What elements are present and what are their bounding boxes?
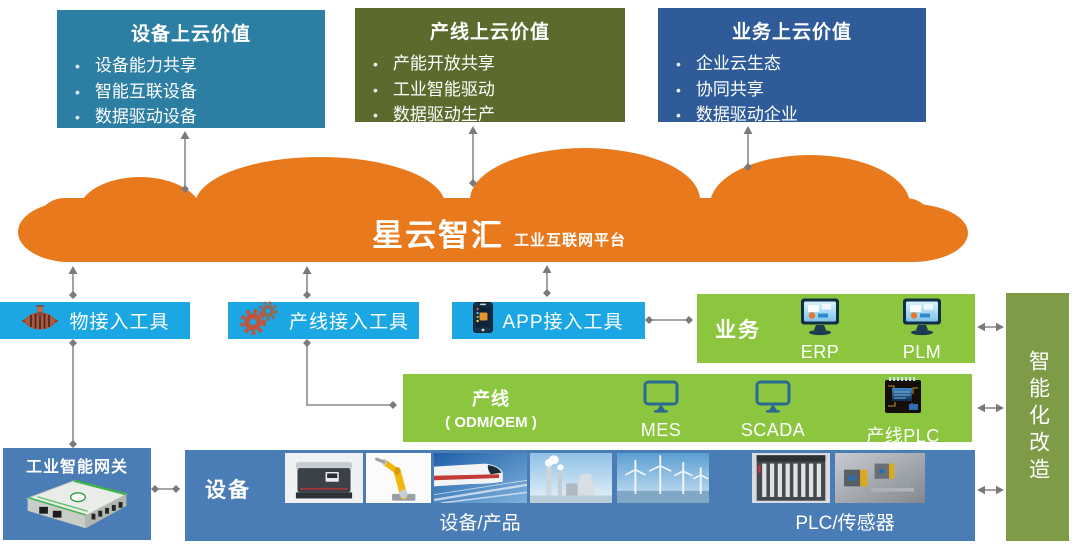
platform-subtitle: 工业互联网平台 [514, 232, 627, 249]
list-item: •数据驱动企业 [676, 105, 798, 124]
connector-linebox-transform [977, 403, 1004, 413]
connector-linebox-cloud [468, 126, 478, 187]
list-item: •数据驱动生产 [373, 105, 495, 124]
line-plc-label: 产线PLC [866, 426, 940, 446]
thing-access-tool-bar: 物接入工具 [0, 302, 190, 339]
intelligent-transformation-bar: 智能化改造 [1006, 293, 1069, 541]
smartphone-icon [473, 302, 494, 339]
line-access-tool-label: 产线接入工具 [288, 312, 409, 333]
monitor-icon [899, 298, 945, 341]
industrial-sensors-photo [835, 453, 925, 503]
line-access-tool-bar: 产线接入工具 [228, 300, 419, 341]
production-line-label: 产线 ( ODM/OEM ) [421, 385, 561, 431]
intelligent-transformation-label: 智能化改造 [1026, 349, 1050, 485]
monitor-icon [797, 298, 843, 341]
line-cloud-value-list: •产能开放共享 •工业智能驱动 •数据驱动生产 [355, 51, 625, 128]
gateway-device-photo [17, 473, 137, 540]
list-item: •协同共享 [676, 79, 764, 99]
scada-app: SCADA [731, 380, 815, 441]
robot-arm-photo [366, 453, 431, 503]
business-label: 业务 [715, 319, 761, 342]
bullet-icon: • [75, 83, 80, 100]
bullet-icon: • [75, 58, 80, 74]
connector-bizbox-cloud [743, 126, 753, 171]
list-item: •企业云生态 [676, 54, 781, 73]
devices-products-caption: 设备/产品 [439, 513, 521, 534]
line-cloud-value-title: 产线上云价值 [429, 22, 550, 43]
monitor-outline-icon [640, 380, 682, 419]
list-item: •设备能力共享 [75, 56, 197, 75]
list-item: •智能互联设备 [75, 81, 197, 101]
device-cloud-value-title: 设备上云价值 [130, 24, 251, 45]
erp-app: ERP [785, 298, 855, 363]
list-item: •产能开放共享 [373, 54, 495, 73]
line-cloud-value-box: 产线上云价值 •产能开放共享 •工业智能驱动 •数据驱动生产 [355, 8, 625, 124]
industrial-gateway-label: 工业智能网关 [25, 459, 128, 476]
device-band: 设备 [185, 450, 975, 541]
list-item: •工业智能驱动 [373, 79, 495, 99]
business-cloud-value-title: 业务上云价值 [731, 22, 852, 43]
bullet-icon: • [373, 81, 378, 98]
list-item: •数据驱动设备 [75, 107, 197, 126]
business-cloud-value-list: •企业云生态 •协同共享 •数据驱动企业 [658, 51, 926, 128]
bullet-icon: • [75, 109, 80, 125]
high-speed-train-photo [434, 453, 527, 503]
production-line-subname: ( ODM/OEM ) [445, 414, 537, 431]
bullet-icon: • [373, 56, 378, 72]
bullet-icon: • [676, 107, 681, 123]
business-apps-box: 业务 ERP [697, 294, 975, 363]
connector-deviceband-transform [977, 485, 1004, 495]
app-access-tool-bar: APP接入工具 [452, 302, 645, 339]
thing-access-tool-label: 物接入工具 [69, 312, 170, 333]
connector-bizbox-transform [977, 322, 1004, 332]
pipeline-device-icon [20, 303, 60, 339]
mes-app: MES [625, 380, 697, 441]
bullet-icon: • [676, 81, 681, 98]
production-line-box: 产线 ( ODM/OEM ) MES SCADA [403, 374, 972, 446]
production-line-name: 产线 [472, 389, 510, 409]
device-cloud-value-box: 设备上云价值 •设备能力共享 •智能互联设备 •数据驱动设备 [57, 10, 325, 128]
scada-label: SCADA [740, 420, 806, 440]
device-cloud-value-list: •设备能力共享 •智能互联设备 •数据驱动设备 [57, 53, 325, 130]
connector-thing-tool-cloud [68, 266, 78, 299]
line-plc-app: 产线PLC [858, 376, 948, 448]
bullet-icon: • [676, 56, 681, 72]
connector-line-tool-linebox [303, 339, 397, 409]
platform-cloud-shape [18, 148, 968, 262]
connector-app-tool-bizbox [645, 316, 693, 324]
monitor-outline-icon [752, 380, 794, 419]
power-plant-photo [530, 453, 612, 503]
connector-line-tool-cloud [302, 266, 312, 299]
connector-gateway-deviceband [151, 485, 180, 493]
connector-devicebox-cloud [180, 131, 190, 193]
plm-label: PLM [902, 342, 942, 362]
plc-chip-icon [883, 376, 923, 421]
industrial-gateway-box: 工业智能网关 [3, 448, 151, 540]
gears-icon [238, 300, 280, 341]
business-cloud-value-box: 业务上云价值 •企业云生态 •协同共享 •数据驱动企业 [658, 8, 926, 124]
connector-app-tool-cloud [542, 265, 552, 297]
app-access-tool-label: APP接入工具 [502, 312, 624, 333]
connector-thing-tool-gateway [69, 339, 77, 448]
platform-name: 星云智汇 [372, 218, 504, 253]
wind-turbines-photo [617, 453, 709, 503]
platform-cloud-title: 星云智汇 工业互联网平台 [372, 210, 626, 255]
plc-sensors-caption: PLC/传感器 [795, 513, 895, 534]
erp-label: ERP [800, 342, 840, 362]
plc-rack-photo [752, 453, 830, 503]
device-band-label: 设备 [205, 479, 251, 502]
cnc-machine-photo [285, 453, 363, 503]
plm-app: PLM [887, 298, 957, 363]
bullet-icon: • [373, 107, 378, 123]
mes-label: MES [640, 420, 682, 440]
